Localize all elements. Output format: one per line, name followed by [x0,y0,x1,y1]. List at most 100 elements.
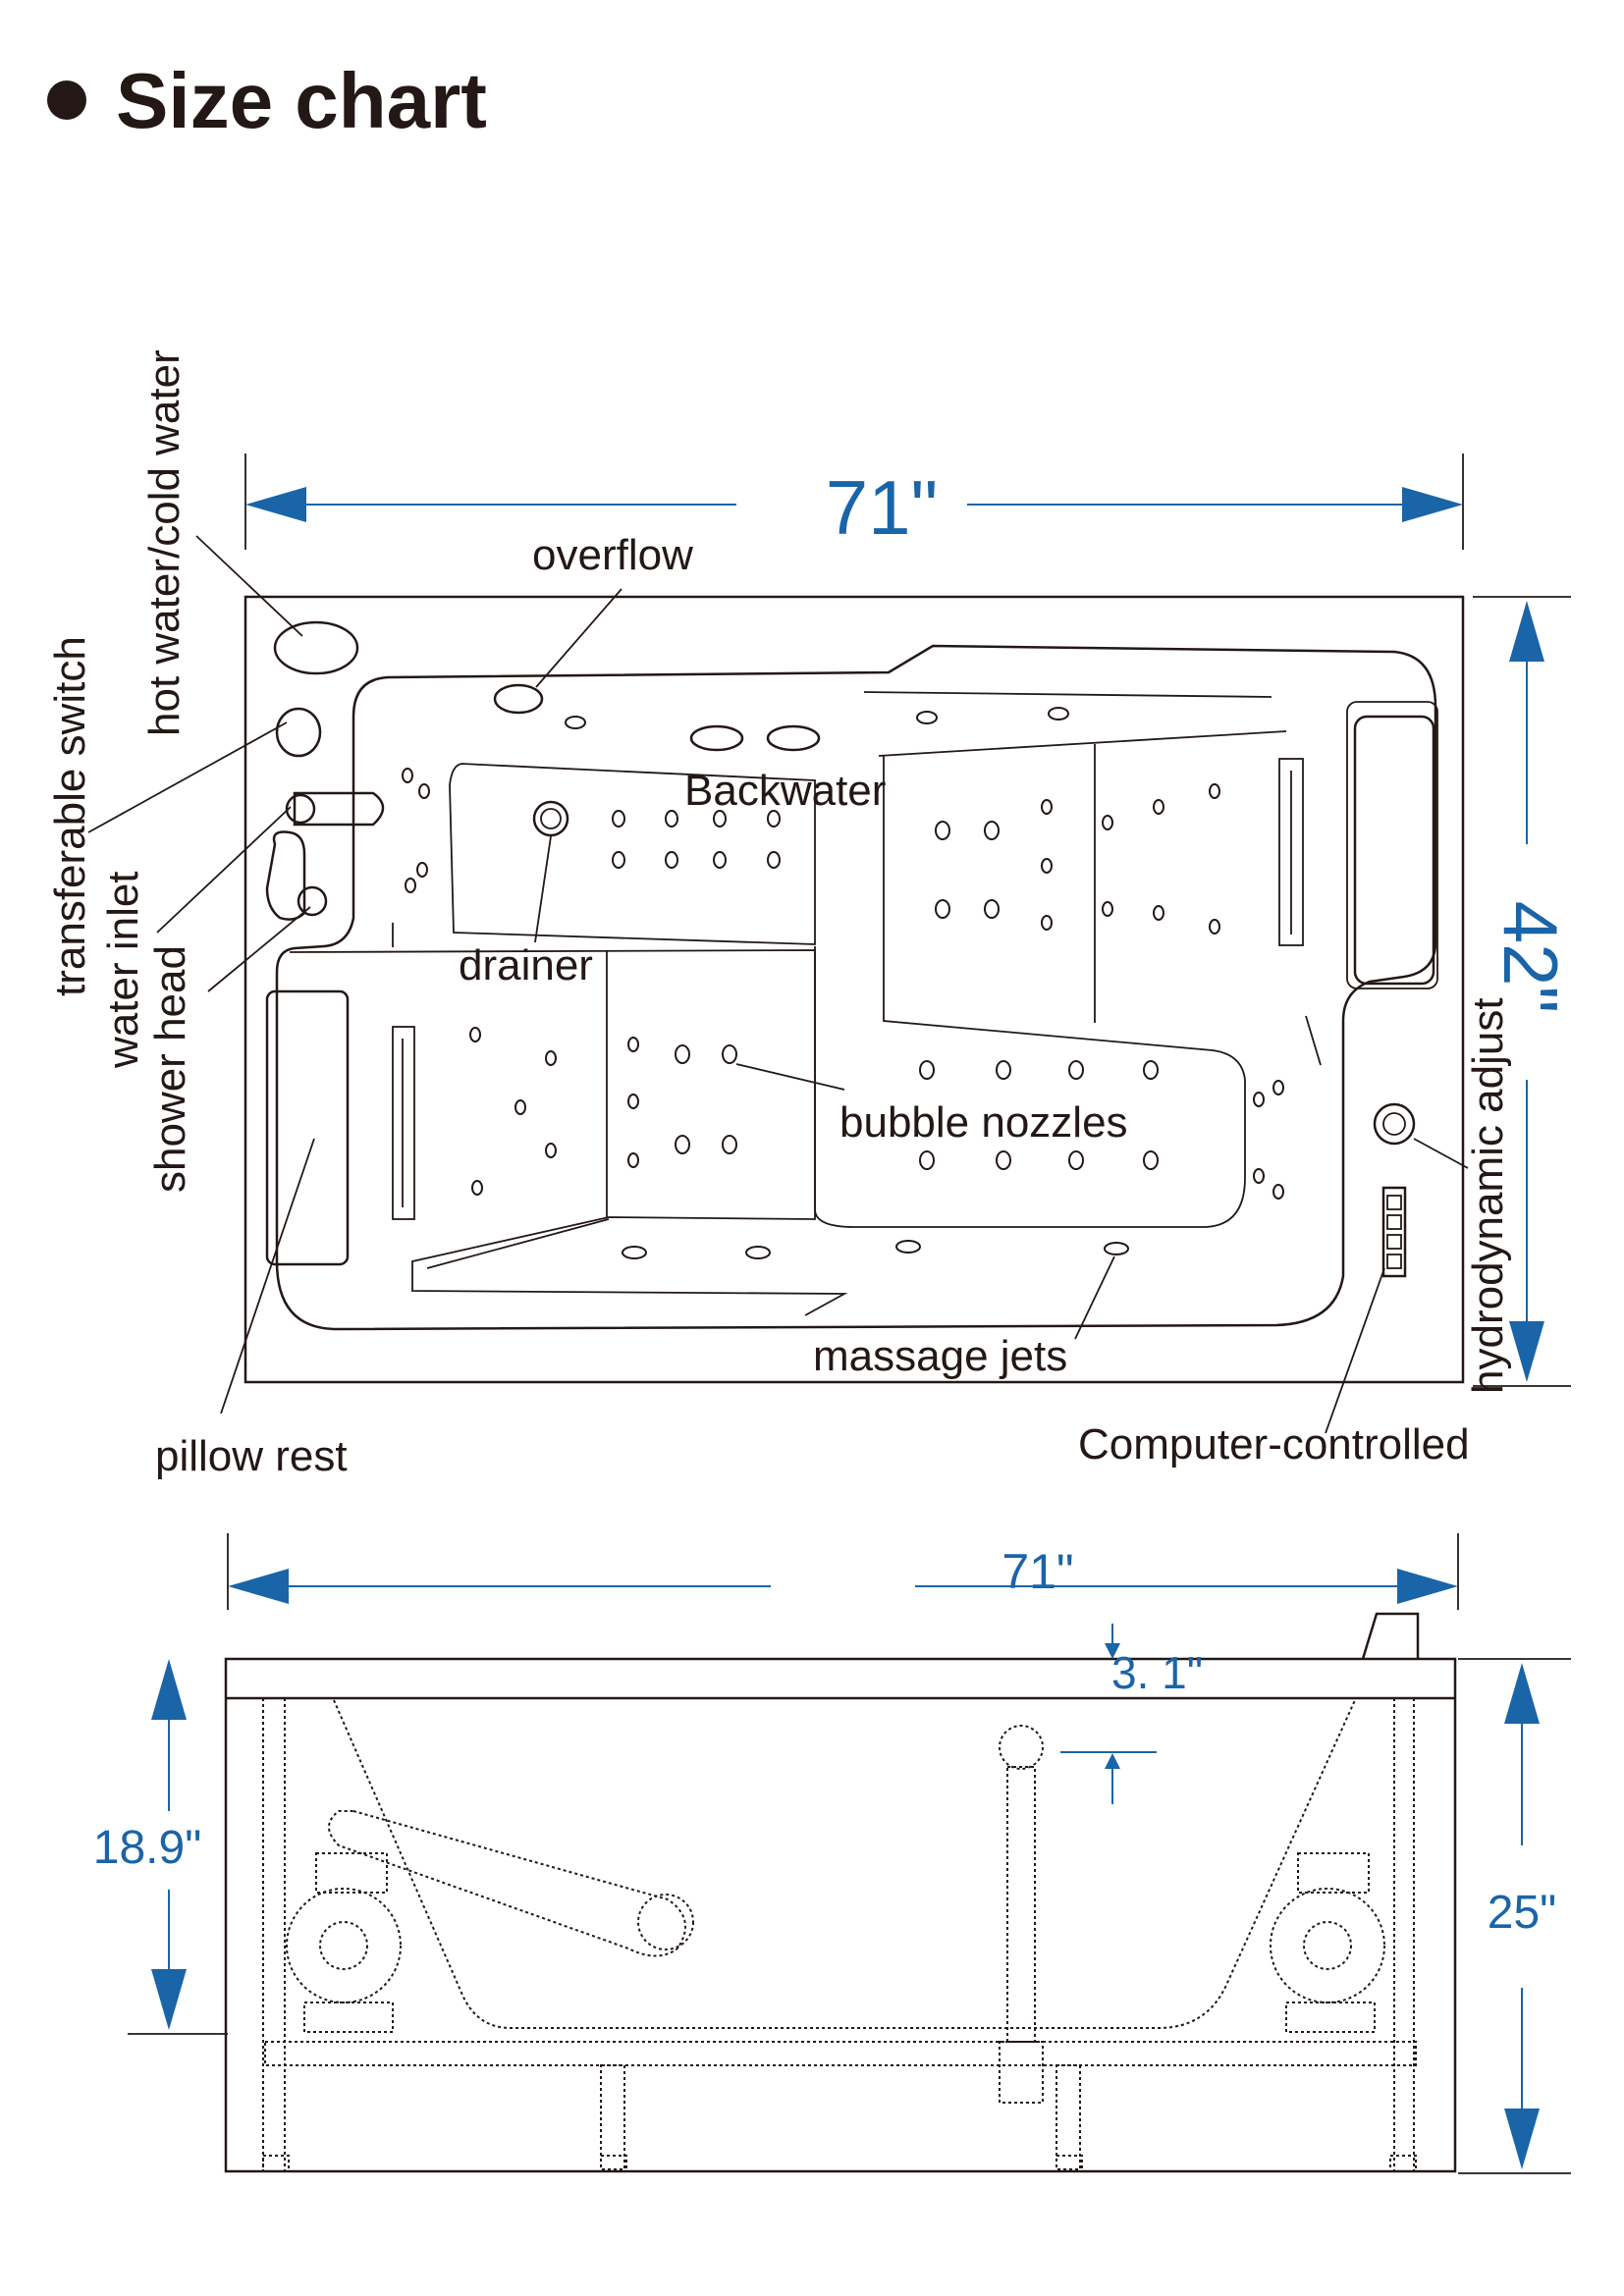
bubble-nozzle [722,1044,737,1064]
bubble-nozzle [767,851,781,869]
label-pillow-rest: pillow rest [155,1432,348,1480]
label-overflow: overflow [532,531,693,579]
massage-jet [1209,919,1220,934]
title-bullet [47,80,86,120]
massage-jet [1048,707,1069,721]
bubble-nozzle [996,1150,1011,1170]
bubble-nozzle [984,821,1000,840]
inner-height-dimension: 18.9" [93,1659,228,2035]
backwater-fitting-2 [766,724,821,752]
light-strip-left [392,1026,415,1220]
right-lounge [814,691,1287,1228]
bubble-nozzle [996,1060,1011,1080]
label-drainer: drainer [459,941,593,989]
hot-cold-water-valve [273,620,359,675]
bubble-nozzle [722,1135,737,1154]
massage-jet [627,1037,639,1052]
upper-seat [449,763,816,945]
massage-jet [514,1099,526,1115]
bubble-nozzle [713,810,727,828]
label-hydrodynamic-adjust: hydrodynamic adjust [1464,997,1512,1394]
top-width-label: 71" [826,464,938,551]
label-transferable-switch: transferable switch [46,636,94,996]
massage-jet [1272,1080,1284,1095]
massage-jet [895,1240,921,1254]
rim-label: 3. 1" [1111,1647,1203,1698]
massage-jet [402,768,413,783]
page-title: Size chart [116,57,487,144]
massage-jet [471,1180,483,1196]
side-view: 71" 3. 1" 18.9" [93,1533,1571,2174]
bubble-nozzle [665,810,678,828]
bubble-nozzle [675,1135,690,1154]
bubble-nozzle [713,851,727,869]
bubble-nozzle [1068,1150,1084,1170]
label-massage-jets: massage jets [813,1332,1067,1380]
transferable-switch-knob [275,707,322,758]
massage-jet [1041,799,1053,815]
massage-jet [469,1027,481,1042]
label-computer-controlled: Computer-controlled [1078,1420,1470,1468]
massage-jet [1102,901,1113,917]
label-shower-head: shower head [146,945,194,1193]
label-bubble-nozzles: bubble nozzles [839,1098,1128,1147]
bubble-nozzle [665,851,678,869]
bubble-nozzle [935,899,950,919]
rim-dimension: 3. 1" [1060,1624,1203,1804]
massage-jet [1253,1092,1265,1107]
massage-jet [622,1246,647,1259]
tub-side-outline [224,1657,1457,2173]
bubble-nozzle [919,1060,935,1080]
pump-right [1270,1852,1385,2033]
massage-jet [545,1050,557,1066]
pillow-rest-left [265,989,350,1266]
bubble-nozzle [1143,1060,1159,1080]
bubble-nozzle [935,821,950,840]
top-view: 71" 42" [46,349,1574,1480]
top-depth-dimension: 42" [1473,596,1574,1387]
massage-jet [1041,915,1053,931]
massage-jet [565,716,586,729]
lower-seat [289,949,848,1316]
light-strip-right [1278,758,1304,946]
backwater-fitting-1 [689,724,744,752]
bubble-nozzle [984,899,1000,919]
inner-height-label: 18.9" [93,1822,201,1874]
bubble-nozzle [1068,1060,1084,1080]
bubble-nozzle [675,1044,690,1064]
bubble-nozzle [767,810,781,828]
massage-jet [1209,783,1220,799]
top-width-dimension: 71" [244,454,1464,551]
tub-outline [244,595,1465,1384]
bubble-nozzle [612,851,625,869]
massage-jet [1153,905,1164,921]
label-water-inlet: water inlet [99,871,147,1069]
bubble-nozzle [1143,1150,1159,1170]
pillow-rest-right [1353,715,1435,986]
massage-jet [405,878,416,893]
label-backwater: Backwater [684,767,886,815]
total-height-dimension: 25" [1458,1658,1571,2174]
leader-lines [87,535,1469,1434]
massage-jet [418,783,430,799]
hydrodynamic-adjust-knob [1373,1102,1416,1146]
massage-jet [1153,799,1164,815]
side-width-dimension: 71" [227,1533,1459,1610]
bubble-nozzle [612,810,625,828]
bubble-nozzle [919,1150,935,1170]
drainer-fitting [532,800,569,837]
overflow-fitting [493,683,544,715]
label-hot-cold-water: hot water/cold water [140,349,189,736]
computer-control-panel [1381,1186,1407,1278]
massage-jet [1102,815,1113,830]
massage-jet [1041,858,1053,874]
jets-group [402,707,1284,1259]
internal-frame [262,1698,1417,2172]
massage-jet [1272,1184,1284,1200]
massage-jet [627,1094,639,1109]
headrest-side [1361,1612,1420,1660]
massage-jet [1104,1242,1129,1255]
massage-jet [416,862,428,878]
